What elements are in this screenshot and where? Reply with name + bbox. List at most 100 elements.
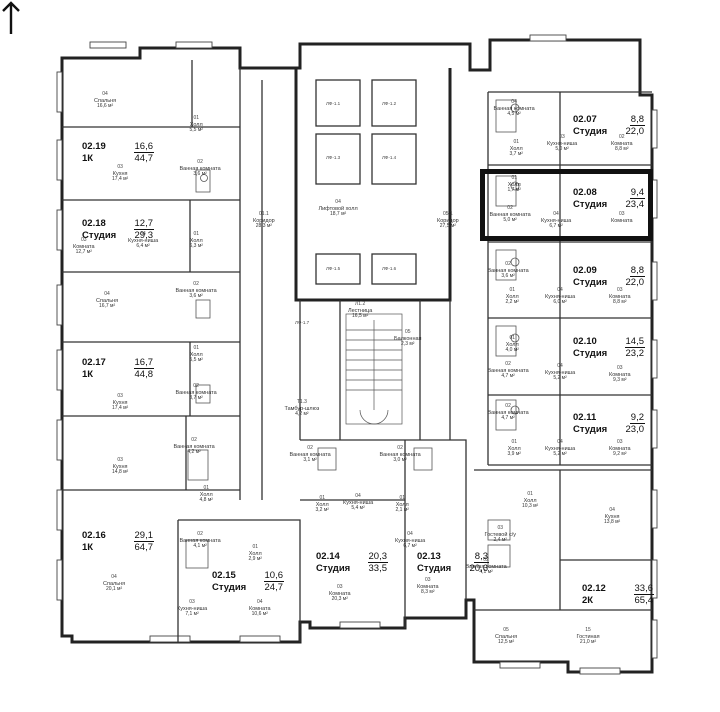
area-total: 23,2 bbox=[625, 348, 645, 359]
apartment-tag[interactable]: 02.08 9,4 Студия 23,4 bbox=[573, 187, 645, 210]
apartment-type: 1К bbox=[82, 542, 94, 553]
area-total: 65,4 bbox=[634, 595, 654, 606]
apartment-number: 02.15 bbox=[212, 570, 236, 581]
apartment-type: 1К bbox=[82, 369, 94, 380]
apartment-number: 02.08 bbox=[573, 187, 597, 198]
area-total: 23,4 bbox=[625, 199, 645, 210]
apartment-type: Студия bbox=[573, 126, 608, 137]
area-total: 33,5 bbox=[368, 563, 388, 574]
area-total: 22,0 bbox=[625, 126, 645, 137]
apartment-type: 2К bbox=[582, 595, 594, 606]
apartment-number: 02.16 bbox=[82, 530, 106, 541]
apartment-number: 02.17 bbox=[82, 357, 106, 368]
apartment-number: 02.18 bbox=[82, 218, 106, 229]
area-total: 22,0 bbox=[625, 277, 645, 288]
lift-label: ЛФ-1.6 bbox=[382, 266, 397, 271]
area-living: 8,8 bbox=[629, 265, 645, 277]
apartment-number: 02.10 bbox=[573, 336, 597, 347]
staircase bbox=[345, 313, 403, 425]
apartment-tag[interactable]: 02.09 8,8 Студия 22,0 bbox=[573, 265, 645, 288]
apartment-type: Студия bbox=[573, 424, 608, 435]
area-living: 9,2 bbox=[629, 412, 645, 424]
area-living: 16,6 bbox=[133, 141, 154, 153]
area-total: 23,0 bbox=[625, 424, 645, 435]
apartment-type: Студия bbox=[573, 277, 608, 288]
apartment-number: 02.07 bbox=[573, 114, 597, 125]
lift-label: ЛФ-1.4 bbox=[382, 155, 397, 160]
area-living: 8,3 bbox=[473, 551, 489, 563]
lift-label: ЛФ-1.2 bbox=[382, 101, 397, 106]
area-living: 20,3 bbox=[367, 551, 388, 563]
apartment-type: Студия bbox=[82, 230, 117, 241]
fixtures bbox=[185, 99, 520, 569]
area-living: 29,1 bbox=[133, 530, 154, 542]
apartment-tag[interactable]: 02.07 8,8 Студия 22,0 bbox=[573, 114, 645, 137]
area-total: 24,7 bbox=[264, 582, 284, 593]
apartment-number: 02.09 bbox=[573, 265, 597, 276]
lift-label: ЛФ-1.1 bbox=[326, 101, 341, 106]
area-living: 14,5 bbox=[624, 336, 645, 348]
area-living: 8,8 bbox=[629, 114, 645, 126]
apartment-number: 02.14 bbox=[316, 551, 340, 562]
area-living: 12,7 bbox=[133, 218, 154, 230]
area-living: 33,6 bbox=[633, 583, 654, 595]
area-living: 9,4 bbox=[629, 187, 645, 199]
apartment-type: Студия bbox=[573, 199, 608, 210]
north-arrow-icon bbox=[2, 1, 20, 34]
selected-apartment-highlight bbox=[480, 169, 653, 241]
area-living: 10,6 bbox=[263, 570, 284, 582]
